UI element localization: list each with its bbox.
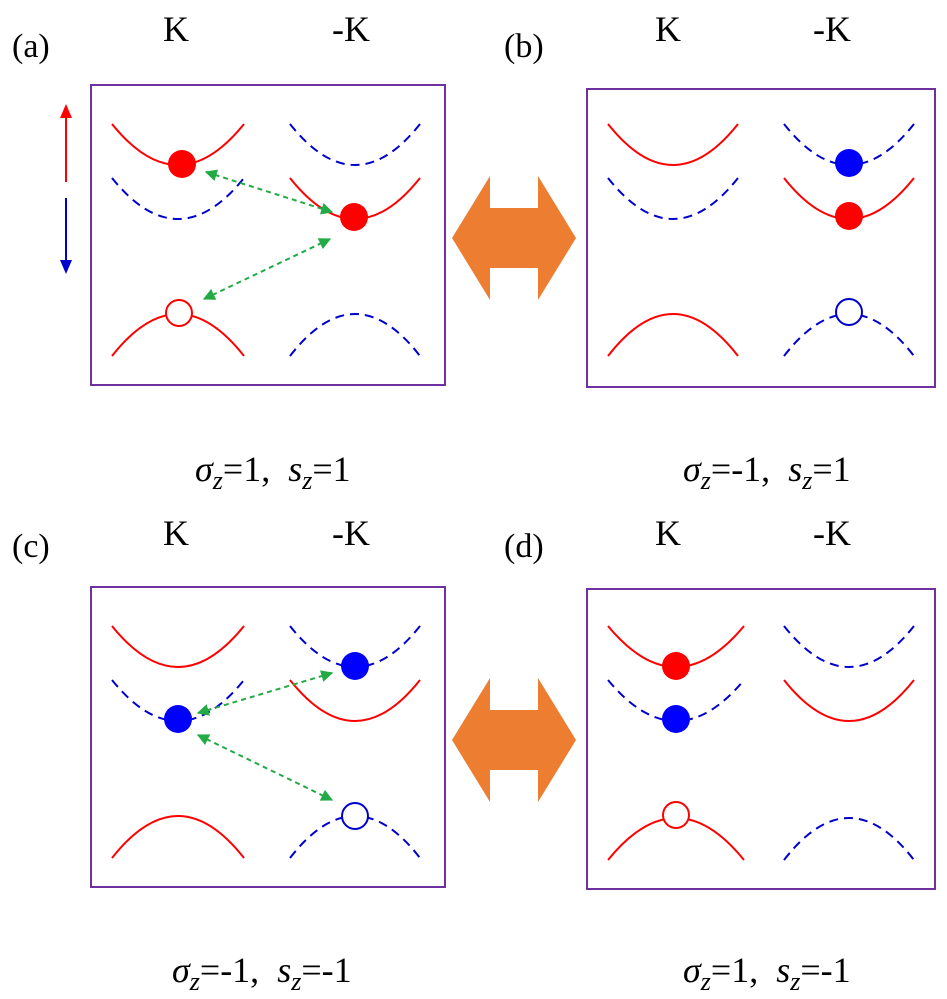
band-mk-cond-blue xyxy=(783,625,915,668)
transition-arrow xyxy=(202,238,332,300)
panel-c-valley-minus-k: -K xyxy=(332,513,370,553)
sigma-value: =-1, xyxy=(199,950,260,990)
band-k-val-red xyxy=(607,313,739,357)
equivalence-arrow-top xyxy=(452,176,576,300)
band-mk-val-blue xyxy=(783,817,915,861)
panel-b-valley-k: K xyxy=(655,9,681,49)
electron-blue xyxy=(341,652,369,680)
band-k-val-red xyxy=(111,815,245,859)
band-k-cond-red xyxy=(111,625,245,668)
sigma-subscript: z xyxy=(189,967,200,996)
spin-legend xyxy=(60,104,72,274)
sigma-symbol: σ xyxy=(172,950,190,990)
panel-a-label: (a) xyxy=(12,28,50,65)
transition-arrow xyxy=(204,169,334,215)
sigma-symbol: σ xyxy=(683,449,701,489)
panel-c-formula: σz=-1, sz=-1 xyxy=(172,949,352,997)
sigma-value: =1, xyxy=(222,449,271,489)
spin-value: =1 xyxy=(312,449,351,489)
sigma-subscript: z xyxy=(700,466,711,495)
sigma-subscript: z xyxy=(700,967,711,996)
sigma-symbol: σ xyxy=(195,449,213,489)
panel-c-valley-k: K xyxy=(163,513,189,553)
panel-c-frame xyxy=(90,586,446,888)
panel-b-valley-minus-k: -K xyxy=(813,9,851,49)
spin-value: =-1 xyxy=(800,950,851,990)
panel-a-formula: σz=1, sz=1 xyxy=(195,448,351,496)
spin-up-arrowhead xyxy=(60,104,72,118)
electron-blue xyxy=(662,705,690,733)
electron-red xyxy=(168,150,196,178)
spin-down-arrowhead xyxy=(60,260,72,274)
electron-red xyxy=(835,202,863,230)
band-mk-val-blue xyxy=(289,313,421,357)
panel-b-label: (b) xyxy=(504,28,544,65)
band-k-cond-blue xyxy=(111,177,245,220)
band-mk-cond-blue xyxy=(289,123,421,166)
panel-d-valley-k: K xyxy=(655,513,681,553)
electron-blue xyxy=(164,705,192,733)
hole-blue xyxy=(835,298,863,326)
transition-arrow xyxy=(196,734,334,801)
hole-red xyxy=(662,801,690,829)
panel-d-formula: σz=1, sz=-1 xyxy=(683,949,851,997)
sigma-subscript: z xyxy=(212,466,223,495)
electron-blue xyxy=(835,149,863,177)
band-k-cond-blue xyxy=(607,177,739,220)
spin-value: =1 xyxy=(812,449,851,489)
spin-symbol: s xyxy=(288,449,303,489)
spin-symbol: s xyxy=(788,449,803,489)
panel-c-bands xyxy=(111,625,421,859)
panel-d-label: (d) xyxy=(504,528,544,565)
panel-a-valley-k: K xyxy=(163,9,189,49)
panel-b-frame xyxy=(586,88,936,388)
panel-b-bands xyxy=(607,123,915,357)
spin-symbol: s xyxy=(277,950,292,990)
panel-a-valley-minus-k: -K xyxy=(332,9,370,49)
spin-subscript: z xyxy=(291,967,302,996)
spin-subscript: z xyxy=(790,967,801,996)
spin-symbol: s xyxy=(776,950,791,990)
band-mk-cond-red xyxy=(783,679,915,722)
band-k-cond-red xyxy=(607,123,739,166)
hole-red xyxy=(165,299,193,327)
transition-arrow xyxy=(196,670,334,716)
panel-d-frame xyxy=(586,588,936,890)
panel-c-label: (c) xyxy=(12,528,50,565)
spin-subscript: z xyxy=(802,466,813,495)
sigma-value: =1, xyxy=(710,950,759,990)
panel-a-bands xyxy=(111,123,421,357)
hole-blue xyxy=(341,802,369,830)
spin-subscript: z xyxy=(302,466,313,495)
electron-red xyxy=(340,203,368,231)
sigma-symbol: σ xyxy=(683,950,701,990)
sigma-value: =-1, xyxy=(710,449,771,489)
panel-a-frame xyxy=(90,84,446,386)
panel-d-valley-minus-k: -K xyxy=(813,513,851,553)
panel-d-bands xyxy=(607,625,915,861)
equivalence-arrow-bottom xyxy=(452,678,576,802)
band-mk-cond-red xyxy=(289,679,421,722)
electron-red xyxy=(662,652,690,680)
panel-b-formula: σz=-1, sz=1 xyxy=(683,448,851,496)
spin-value: =-1 xyxy=(301,950,352,990)
